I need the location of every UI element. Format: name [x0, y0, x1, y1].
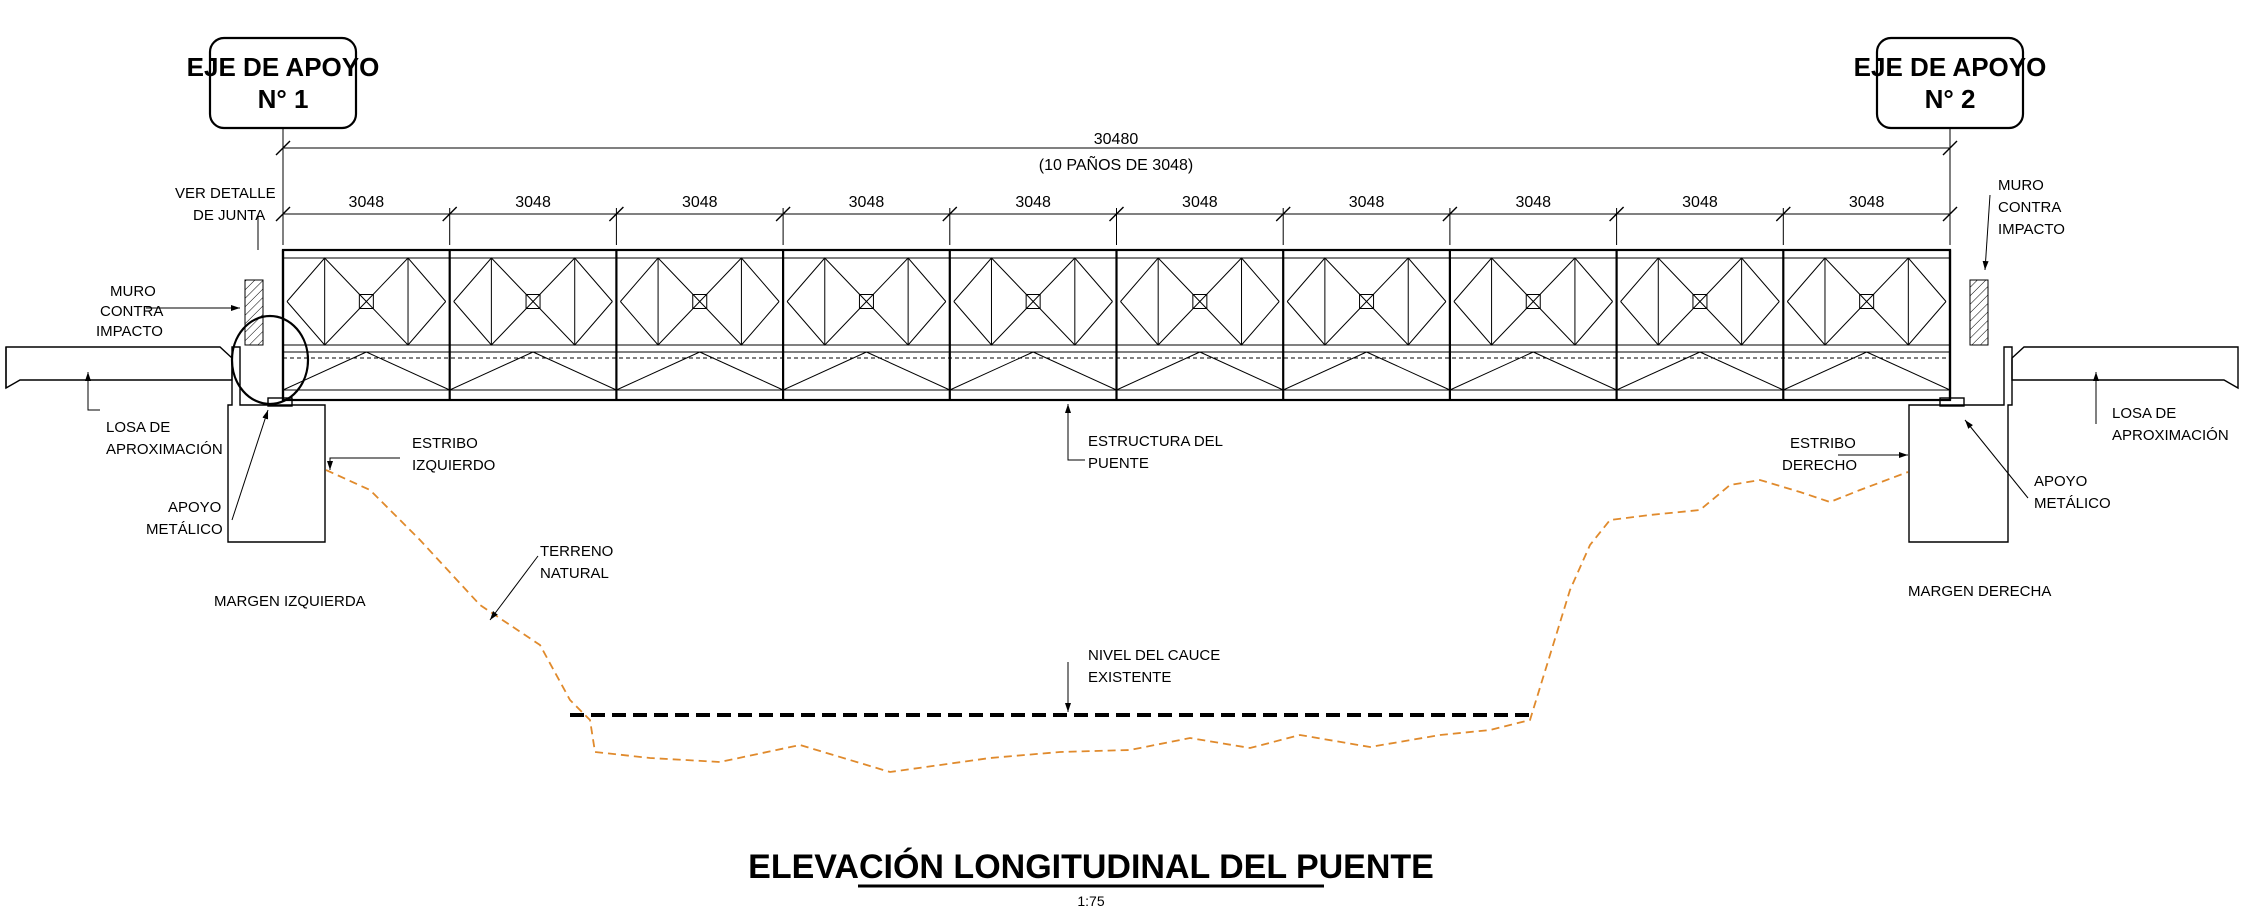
panel-dimension-value: 3048 — [1349, 194, 1385, 211]
label-estribo-right-1: ESTRIBO — [1790, 435, 1856, 452]
panel-dimension-value: 3048 — [849, 194, 885, 211]
label-margen-left: MARGEN IZQUIERDA — [214, 593, 366, 610]
label-ver-detalle-1: VER DETALLE — [175, 185, 276, 202]
total-dimension: 30480 (10 PAÑOS DE 3048) — [275, 131, 1958, 174]
panel-dimension-value: 3048 — [1682, 194, 1718, 211]
truss-panel — [1782, 250, 1951, 400]
truss-panel — [281, 250, 450, 400]
abutment-right — [1908, 279, 2013, 543]
label-muro-right-2: CONTRA — [1998, 199, 2061, 216]
label-losa-right-2: APROXIMACIÓN — [2112, 427, 2229, 444]
truss-panel — [1282, 250, 1451, 400]
label-estructura-2: PUENTE — [1088, 455, 1149, 472]
label-losa-left-2: APROXIMACIÓN — [106, 441, 223, 458]
label-apoyo-right-1: APOYO — [2034, 473, 2087, 490]
label-losa-left-1: LOSA DE — [106, 419, 170, 436]
label-muro-left-1: MURO — [110, 283, 156, 300]
axis-2-line2: N° 2 — [1925, 84, 1976, 114]
panel-dimension-value: 3048 — [515, 194, 551, 211]
truss-panel — [781, 250, 951, 400]
panel-dimension-value: 3048 — [1849, 194, 1885, 211]
truss-panel — [1615, 250, 1784, 400]
label-apoyo-left-2: METÁLICO — [146, 521, 223, 538]
annotations: VER DETALLE DE JUNTA MURO CONTRA IMPACTO… — [96, 177, 2229, 686]
panel-dimension-value: 3048 — [1515, 194, 1551, 211]
label-muro-left-3: IMPACTO — [96, 323, 163, 340]
natural-terrain — [325, 469, 1909, 773]
leaders — [85, 194, 2099, 712]
total-dimension-note: (10 PAÑOS DE 3048) — [1039, 154, 1193, 174]
label-muro-right-1: MURO — [1998, 177, 2044, 194]
truss-panel — [448, 250, 617, 400]
label-losa-right-1: LOSA DE — [2112, 405, 2176, 422]
panel-dimension-value: 3048 — [1015, 194, 1051, 211]
abutment-left — [227, 279, 326, 543]
panel-dimensions: 3048 3048 3048 3048 3048 3048 3048 3048 3048 3048 — [275, 194, 1958, 245]
axis-1-line1: EJE DE APOYO — [187, 52, 380, 82]
truss-panel — [1448, 250, 1617, 400]
drawing-title: ELEVACIÓN LONGITUDINAL DEL PUENTE 1:75 — [748, 848, 1434, 909]
panel-dimension-value: 3048 — [682, 194, 718, 211]
label-estribo-left-1: ESTRIBO — [412, 435, 478, 452]
truss-panel — [615, 250, 784, 400]
approach-slab-right — [2011, 346, 2239, 390]
approach-slab-left — [5, 346, 233, 390]
truss-panel — [948, 250, 1117, 400]
label-muro-left-2: CONTRA — [100, 303, 163, 320]
panel-dimension-value: 3048 — [349, 194, 385, 211]
label-terreno-2: NATURAL — [540, 565, 609, 582]
axis-1-line2: N° 1 — [258, 84, 309, 114]
label-terreno-1: TERRENO — [540, 543, 613, 560]
truss-panel — [1115, 250, 1284, 400]
label-margen-right: MARGEN DERECHA — [1908, 583, 2051, 600]
scale-text: 1:75 — [1077, 893, 1104, 909]
label-ver-detalle-2: DE JUNTA — [193, 207, 265, 224]
label-estribo-right-2: DERECHO — [1782, 457, 1857, 474]
title-text: ELEVACIÓN LONGITUDINAL DEL PUENTE — [748, 848, 1434, 886]
label-nivel-2: EXISTENTE — [1088, 669, 1171, 686]
panel-dimension-value: 3048 — [1182, 194, 1218, 211]
label-apoyo-right-2: METÁLICO — [2034, 495, 2111, 512]
label-nivel-1: NIVEL DEL CAUCE — [1088, 647, 1220, 664]
total-dimension-value: 30480 — [1094, 131, 1139, 148]
label-estribo-left-2: IZQUIERDO — [412, 457, 495, 474]
axis-label-2: EJE DE APOYO N° 2 — [1854, 36, 2047, 130]
label-apoyo-left-1: APOYO — [168, 499, 221, 516]
axis-2-line1: EJE DE APOYO — [1854, 52, 2047, 82]
axis-label-1: EJE DE APOYO N° 1 — [187, 36, 380, 130]
bridge-truss — [281, 248, 1952, 402]
label-estructura-1: ESTRUCTURA DEL — [1088, 433, 1223, 450]
label-muro-right-3: IMPACTO — [1998, 221, 2065, 238]
